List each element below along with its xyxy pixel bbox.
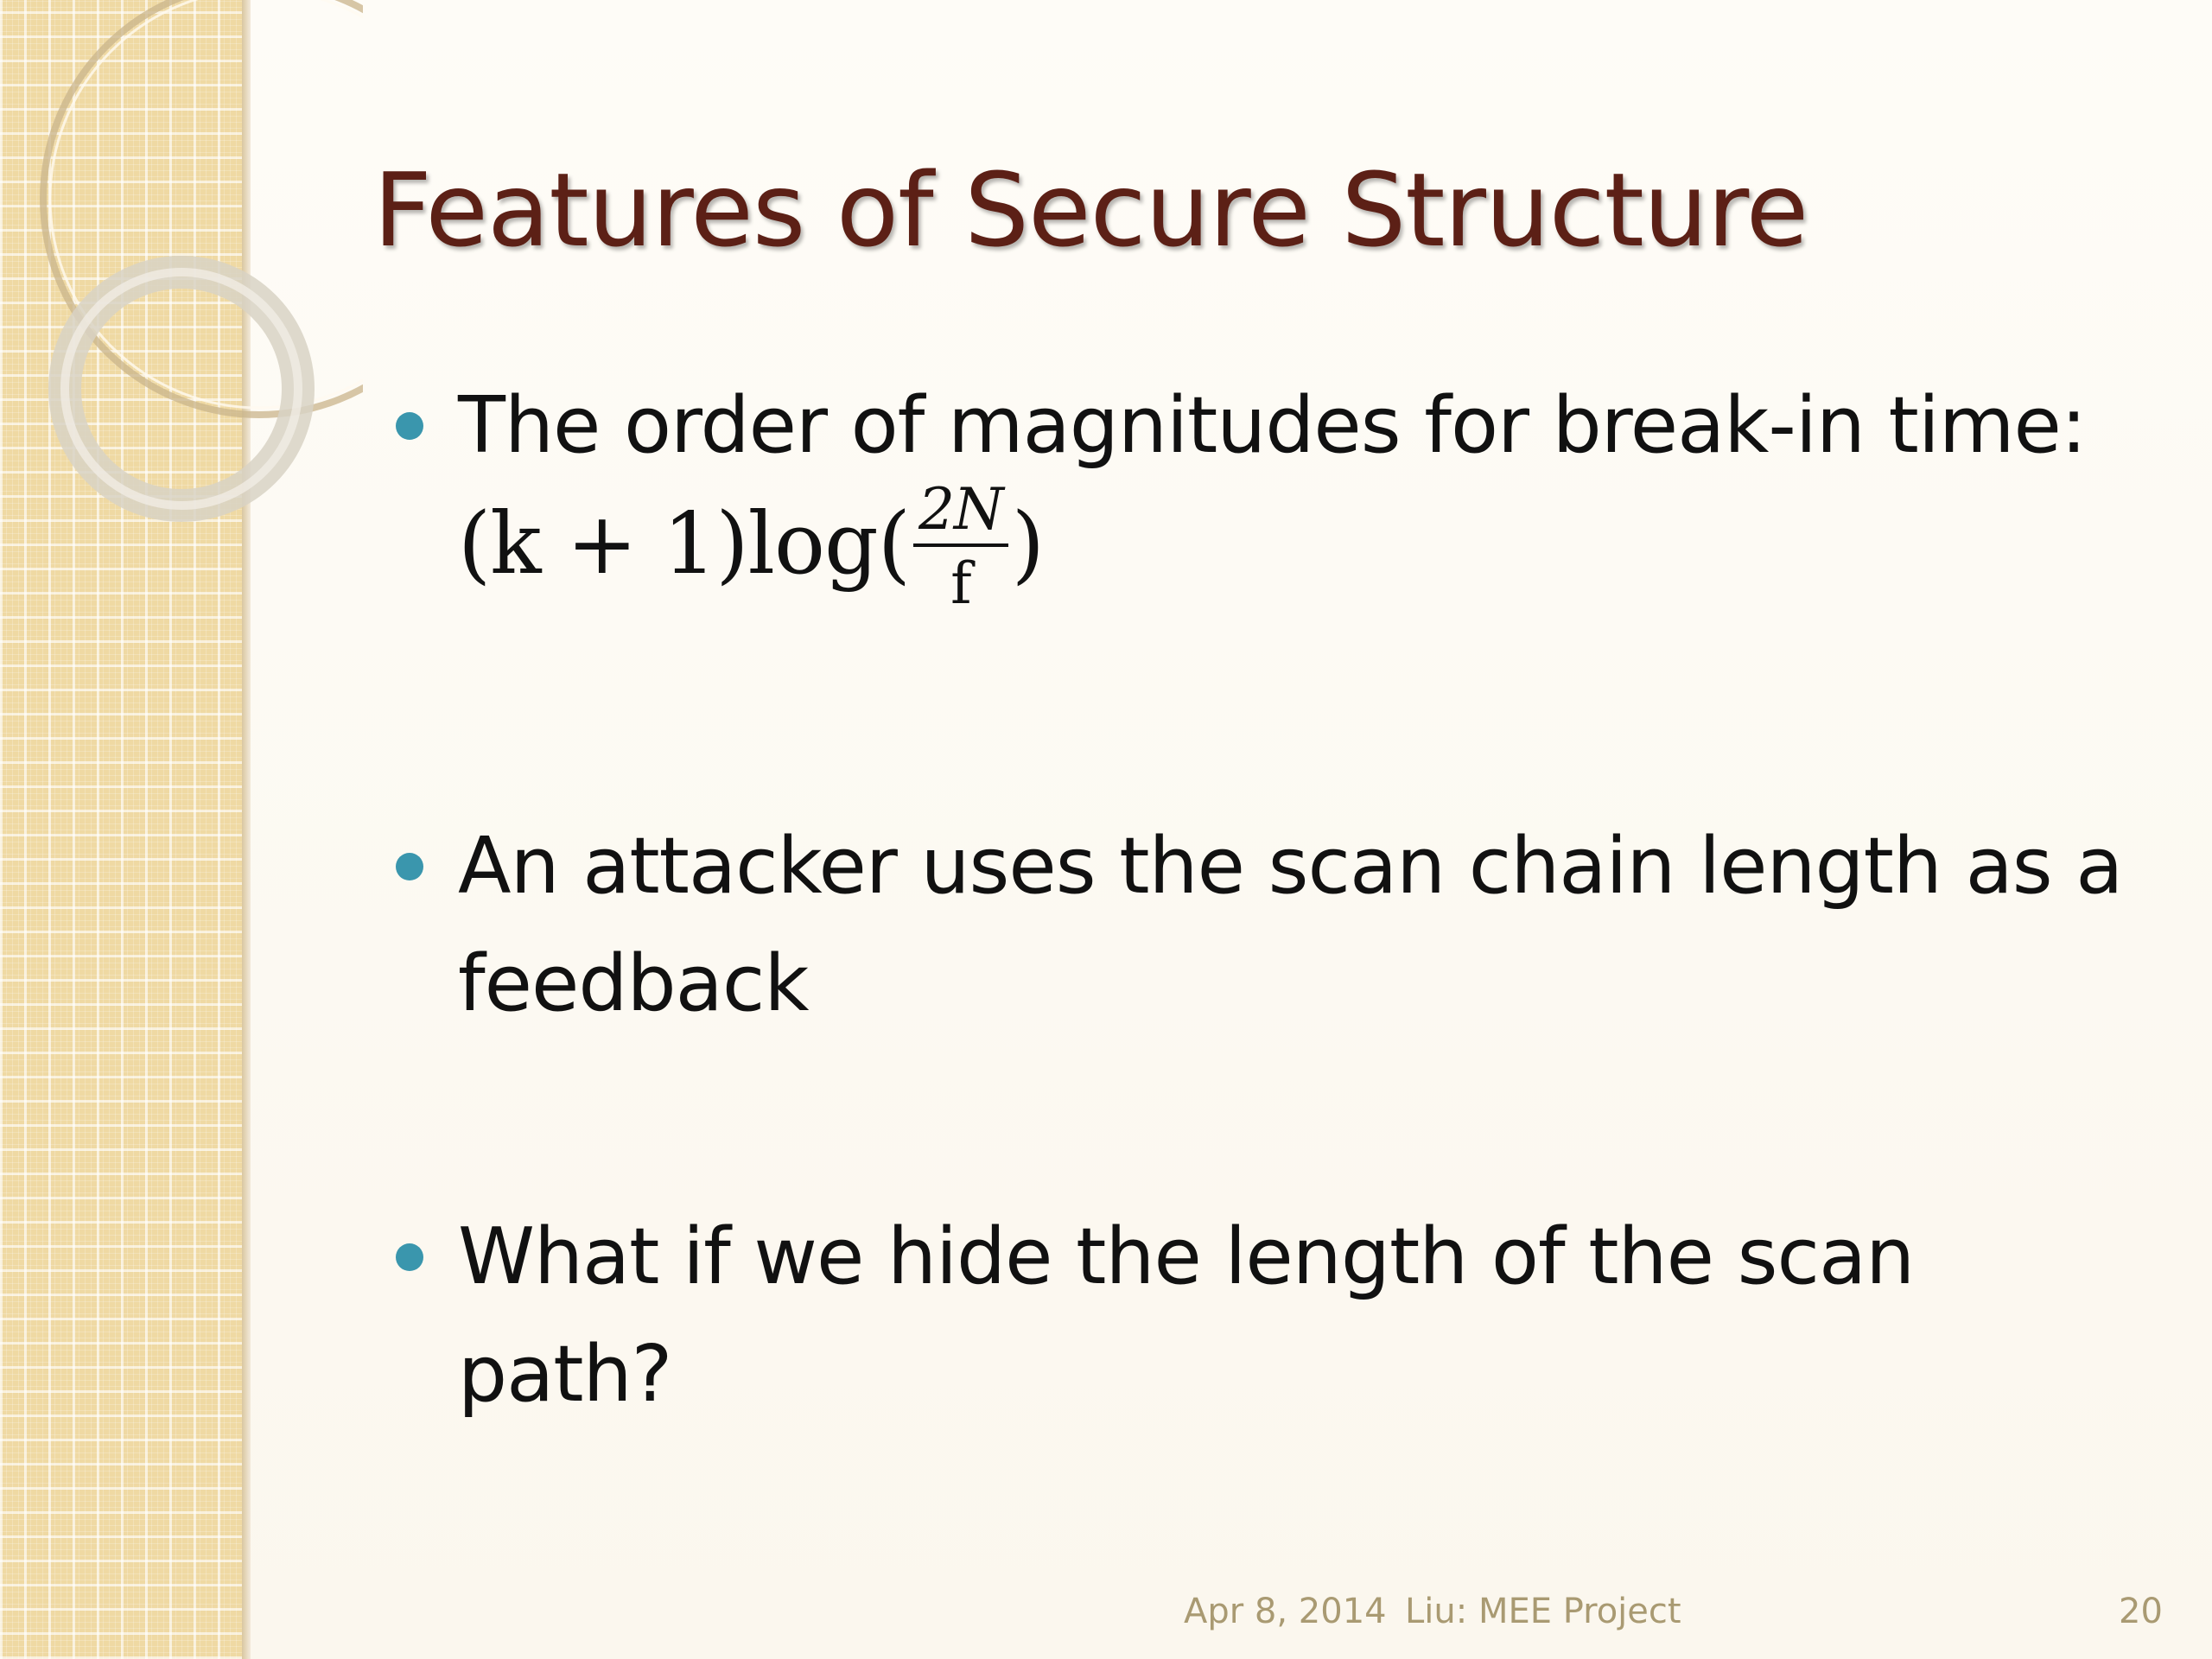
formula-suffix: ): [1011, 494, 1045, 594]
bullet-text: What if we hide the length of the scan p…: [458, 1211, 1915, 1420]
decorative-rings: [40, 0, 363, 522]
side-panel-edge: [242, 0, 251, 1659]
bullet-item-break-in-time: The order of magnitudes for break-in tim…: [396, 367, 2126, 616]
footer-project-name: Liu: MEE Project: [1405, 1592, 1681, 1631]
formula-numerator: 2N: [912, 481, 1008, 547]
bullet-item-attacker-feedback: An attacker uses the scan chain length a…: [396, 808, 2126, 1043]
formula-denominator: f: [950, 550, 971, 617]
bullet-dot-icon: [396, 412, 423, 440]
slide-title: Features of Secure Structure: [373, 150, 1808, 270]
bullet-dot-icon: [396, 1243, 423, 1271]
bullet-item-hide-scan-length: What if we hide the length of the scan p…: [396, 1198, 2126, 1433]
formula-prefix: (k + 1)log(: [458, 494, 911, 594]
bullet-text: The order of magnitudes for break-in tim…: [458, 380, 2087, 471]
footer-date: Apr 8, 2014: [1184, 1592, 1387, 1631]
bullet-dot-icon: [396, 853, 423, 880]
bullet-text: An attacker uses the scan chain length a…: [458, 821, 2123, 1029]
footer-page-number: 20: [2119, 1592, 2163, 1631]
